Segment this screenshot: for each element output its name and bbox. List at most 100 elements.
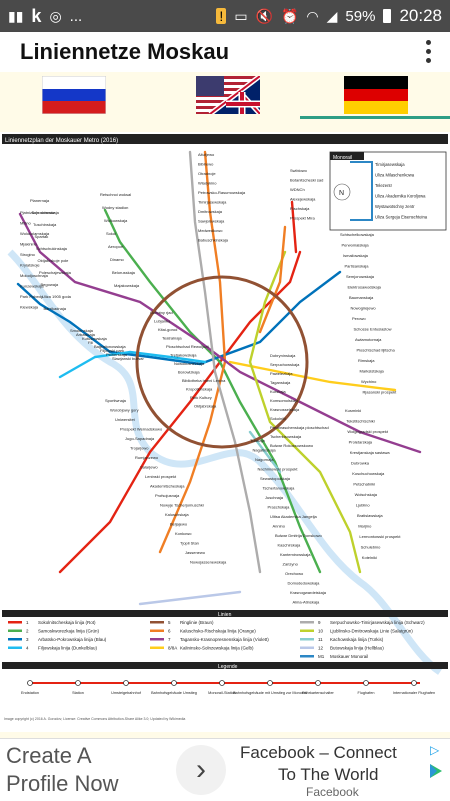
center-station-label: Park Kultury bbox=[190, 395, 212, 400]
center-station-label: Kitai-gorod bbox=[158, 327, 177, 332]
center-east-station-label: Preobraschenskaja ploschtschad bbox=[270, 425, 329, 430]
language-bar bbox=[0, 72, 450, 120]
west-blue-station-label: Slawjanski bulwar bbox=[112, 356, 144, 361]
south-station-label: Nachimowski prospekt bbox=[258, 467, 299, 472]
north-east-station-label: Rischskaja bbox=[290, 206, 310, 211]
south-west-station-label: Beljajewo bbox=[170, 522, 188, 527]
south-west-station-label: Salarjewo bbox=[140, 465, 158, 470]
monorail-station-label: Timirjasewskaja bbox=[375, 162, 405, 167]
svg-text:Kachowskaja linija (Türkis): Kachowskaja linija (Türkis) bbox=[330, 637, 384, 642]
center-station-label: Ploschtschad Rewoljuzii bbox=[166, 344, 209, 349]
map-footer: Image copyright (c) 2016 A. Gorodov; Lic… bbox=[4, 717, 185, 721]
east-station-label: Partisanskaja bbox=[345, 264, 370, 269]
north-station-label: Otradnoje bbox=[198, 171, 216, 176]
legend-symbol-label: Monorail-Station bbox=[208, 691, 236, 695]
north-east-station-label: WDNCh bbox=[290, 187, 305, 192]
svg-text:Arbatsko-Pokrowskaja linija (B: Arbatsko-Pokrowskaja linija (Blau) bbox=[38, 637, 107, 642]
north-east-station-label: Swiblowo bbox=[290, 168, 308, 173]
northwest-green-station-label: Dinamo bbox=[110, 257, 125, 262]
south-west-station-label: Nowojassenewskaja bbox=[190, 560, 227, 565]
west-blue-station-label: Bagrationowskaja bbox=[94, 344, 126, 349]
northwest-station-label: Barrikadnaja bbox=[44, 306, 67, 311]
south-station-label: Krasnogwardeiskaja bbox=[290, 590, 327, 595]
map-container: Liniennetzplan der Moskauer Metro (2016)… bbox=[0, 120, 450, 738]
northwest-station-label: Oktjabrskoje pole bbox=[38, 258, 70, 263]
overflow-menu-icon[interactable] bbox=[426, 40, 432, 63]
legend-symbol bbox=[75, 680, 81, 686]
legend-symbol bbox=[315, 680, 321, 686]
station-labels: AltufjewoBibirewoOtradnojeWladykinoPetro… bbox=[20, 152, 401, 605]
northwest-green-station-label: Belorusskaja bbox=[112, 270, 136, 275]
east-south-station-label: Koschuchowskaja bbox=[352, 471, 385, 476]
svg-text:2: 2 bbox=[26, 629, 29, 634]
metro-map[interactable]: Liniennetzplan der Moskauer Metro (2016)… bbox=[0, 132, 450, 732]
northwest-green-station-label: Wodny stadion bbox=[102, 205, 128, 210]
legend-section-title: Linien bbox=[218, 612, 232, 618]
north-station-label: Dmitrowskaja bbox=[198, 209, 223, 214]
svg-text:10: 10 bbox=[318, 629, 324, 634]
east-station-label: Awiamotornaja bbox=[355, 337, 382, 342]
south-west-station-label: Sportiwnaja bbox=[105, 398, 127, 403]
svg-text:1: 1 bbox=[26, 620, 29, 625]
legend-symbol bbox=[363, 680, 369, 686]
south-station-label: Juschnaja bbox=[265, 495, 284, 500]
east-south-station-label: Tekstilschtschiki bbox=[346, 419, 375, 424]
south-station-label: Sewastopolskaja bbox=[260, 476, 291, 481]
east-station-label: Semjonowskaja bbox=[346, 274, 375, 279]
ring-line bbox=[135, 275, 309, 449]
svg-text:Butowskaja linija (Hellblau): Butowskaja linija (Hellblau) bbox=[330, 646, 384, 651]
south-west-station-label: Nowyje Tscherjomuschki bbox=[160, 503, 204, 508]
german-flag-button[interactable] bbox=[344, 76, 408, 114]
metro-line-11-9 bbox=[248, 430, 282, 474]
northwest-station-label: Uliza 1905 goda bbox=[42, 294, 72, 299]
svg-text:3: 3 bbox=[26, 637, 29, 642]
ad-left-line2: Profile Now bbox=[6, 771, 119, 796]
svg-text:Filjowskaja linija (Dunkelblau: Filjowskaja linija (Dunkelblau) bbox=[38, 646, 98, 651]
north-station-label: Wladykino bbox=[198, 181, 217, 186]
clock: 20:28 bbox=[399, 6, 442, 25]
west-station-label: Wolokolamskaja bbox=[20, 231, 50, 236]
svg-text:Kalininsko-Solnzewskaja linija: Kalininsko-Solnzewskaja linija (Gelb) bbox=[180, 646, 254, 651]
south-station-label: Zarizyno bbox=[283, 562, 299, 567]
east-station-label: Ismailowskaja bbox=[343, 253, 369, 258]
monorail-station-label: Uliza Sergeja Eisenschteina bbox=[375, 215, 428, 220]
north-station-label: Timirjasewskaja bbox=[198, 200, 227, 205]
south-station-label: Tschertanowskaja bbox=[263, 486, 296, 491]
cast-icon: ▭ bbox=[234, 7, 248, 24]
metro-line-12-10 bbox=[138, 590, 242, 606]
google-play-icon[interactable] bbox=[428, 763, 444, 779]
north-east-station-label: Botanitscheski sad bbox=[290, 178, 323, 183]
metro-line-6-12 bbox=[258, 225, 287, 334]
notification-dots-icon: ▮▮ bbox=[8, 7, 24, 24]
south-west-station-label: Jassenewo bbox=[185, 550, 206, 555]
english-flag-button[interactable] bbox=[196, 76, 260, 114]
moskva-river bbox=[7, 249, 443, 675]
south-west-station-label: Prospekt Wernadskowo bbox=[120, 427, 163, 432]
russian-flag-button[interactable] bbox=[42, 76, 106, 114]
east-station-label: Nowogirejewo bbox=[351, 306, 377, 311]
legend-symbol-label: Bahnhofsgebäude mit Umstieg zur Monorail bbox=[233, 691, 307, 695]
ad-chevron-icon[interactable]: › bbox=[176, 745, 226, 795]
north-station-label: Sawjolowskaja bbox=[198, 219, 225, 224]
metro-line-7-5 bbox=[18, 212, 422, 454]
northwest-green-station-label: Sokol bbox=[106, 231, 116, 236]
monorail-station-label: Uliza Akademika Koroljowa bbox=[375, 194, 426, 199]
ad-banner[interactable]: Create A Profile Now › Facebook – Connec… bbox=[0, 738, 450, 801]
east-south-station-label: Wolschskaja bbox=[355, 492, 378, 497]
map-header: Liniennetzplan der Moskauer Metro (2016) bbox=[5, 138, 118, 144]
battery-level: 59% bbox=[345, 7, 376, 25]
north-east-station-label: Alexejewskaja bbox=[290, 197, 316, 202]
legend-symbol bbox=[411, 680, 417, 686]
adchoices-icon[interactable]: ▷ bbox=[430, 743, 440, 757]
south-west-station-label: Rumjanzewo bbox=[135, 455, 159, 460]
svg-text:4: 4 bbox=[26, 646, 29, 651]
legend-symbol-label: Flughafen bbox=[358, 691, 375, 695]
legend-symbol bbox=[267, 680, 273, 686]
south-station-label: Bulwar Dmitrija Donskowo bbox=[275, 533, 322, 538]
svg-text:N: N bbox=[339, 190, 344, 197]
west-station-label: Krylatskoje bbox=[20, 263, 40, 268]
